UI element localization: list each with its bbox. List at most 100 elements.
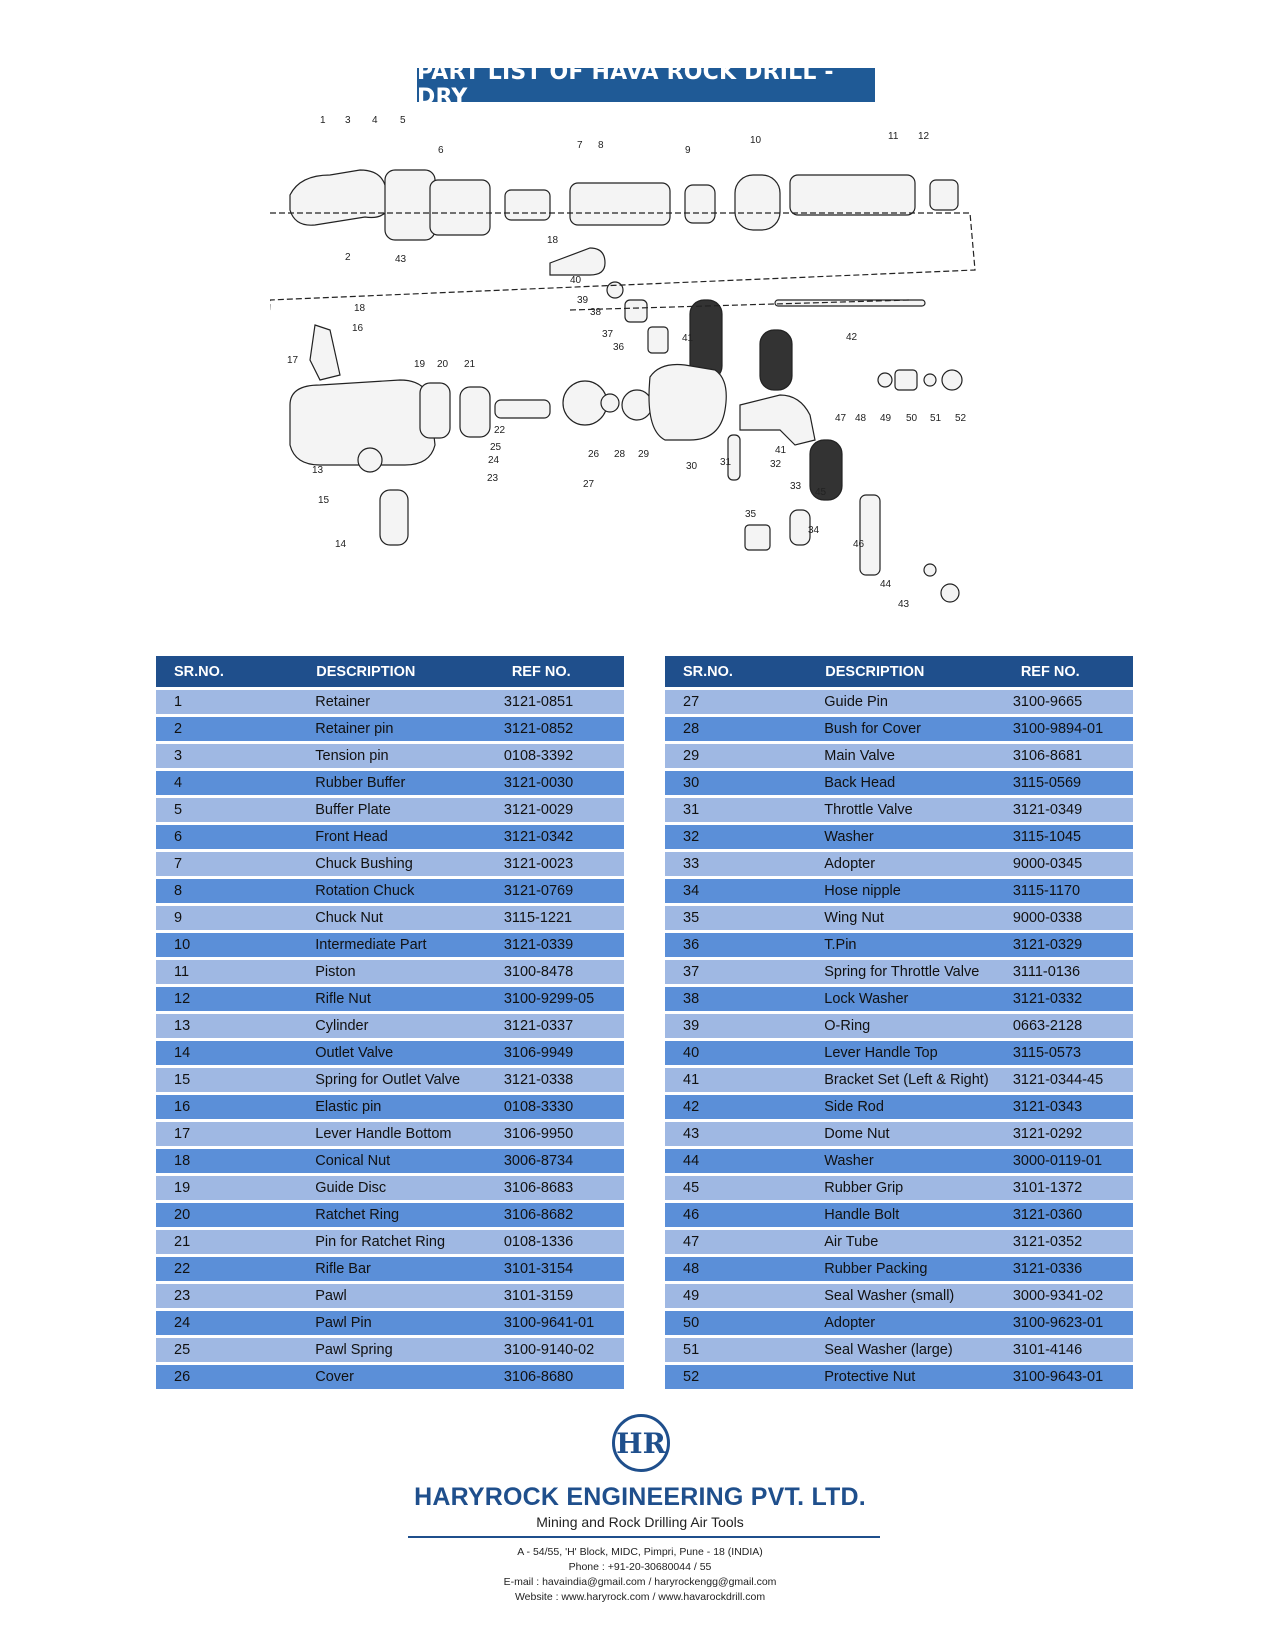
seal-washer-51 [923,373,937,387]
sr-no-cell: 27 [665,690,825,717]
description-cell: Washer [824,1149,1013,1176]
ref-no-cell: 3101-4146 [1012,1338,1133,1365]
description-cell: O-Ring [824,1014,1013,1041]
description-cell: Adopter [824,852,1013,879]
ref-no-cell: 3106-9949 [503,1041,624,1068]
svg-text:43: 43 [395,254,407,265]
contact-block: A - 54/55, 'H' Block, MIDC, Pimpri, Pune… [380,1545,900,1605]
footer-divider [408,1536,880,1538]
svg-text:44: 44 [880,579,892,590]
sr-no-cell: 25 [156,1338,316,1365]
ref-no-cell: 3121-0332 [1012,987,1133,1014]
lever-handle-top [549,247,606,276]
svg-text:14: 14 [335,539,347,550]
ref-no-cell: 3100-9623-01 [1012,1311,1133,1338]
ref-no-cell: 3106-9950 [503,1122,624,1149]
ref-no-cell: 3101-1372 [1012,1176,1133,1203]
chuck-bushing-part [504,189,551,221]
description-cell: Washer [824,825,1013,852]
rubber-grip-right [759,329,793,391]
description-cell: Seal Washer (small) [824,1284,1013,1311]
sr-no-cell: 13 [156,1014,316,1041]
description-cell: Adopter [824,1311,1013,1338]
sr-no-cell: 9 [156,906,316,933]
svg-text:40: 40 [570,275,582,286]
sr-no-cell: 22 [156,1257,316,1284]
sr-no-cell: 30 [665,771,825,798]
sr-no-cell: 7 [156,852,316,879]
website-line: Website : www.haryrock.com / www.havaroc… [514,1591,766,1603]
ref-no-cell: 3106-8680 [503,1365,624,1392]
ref-no-cell: 3121-0029 [503,798,624,825]
description-cell: Buffer Plate [315,798,504,825]
description-cell: Retainer [315,690,504,717]
ref-no-cell: 3121-0292 [1012,1122,1133,1149]
ref-no-cell: 3106-8683 [503,1176,624,1203]
description-cell: Rifle Nut [315,987,504,1014]
ref-no-cell: 3106-8681 [1012,744,1133,771]
sr-no-cell: 14 [156,1041,316,1068]
svg-text:39: 39 [577,295,589,306]
ref-no-cell: 3121-0023 [503,852,624,879]
description-cell: Cover [315,1365,504,1392]
svg-text:17: 17 [287,355,299,366]
o-ring-part [606,281,624,299]
svg-text:13: 13 [312,465,324,476]
ref-no-cell: 3121-0338 [503,1068,624,1095]
svg-text:8: 8 [598,140,604,151]
ref-no-cell: 3100-9299-05 [503,987,624,1014]
sr-no-cell: 29 [665,744,825,771]
svg-text:4: 4 [372,115,378,126]
assembly-line-handle [569,299,911,311]
description-cell: Chuck Bushing [315,852,504,879]
rotation-chuck-part [569,182,671,226]
guide-disc-part [419,382,451,439]
description-cell: Main Valve [824,744,1013,771]
svg-text:32: 32 [770,459,782,470]
ref-no-cell: 3100-9894-01 [1012,717,1133,744]
sr-no-cell: 52 [665,1365,825,1392]
company-name: HARYROCK ENGINEERING PVT. LTD. [414,1483,866,1511]
svg-text:34: 34 [808,525,820,536]
intermediate-part [734,174,781,231]
svg-text:24: 24 [488,455,500,466]
front-head-body [429,179,491,236]
ref-no-cell: 3121-0352 [1012,1230,1133,1257]
piston-part [789,174,916,216]
ref-no-cell: 3121-0342 [503,825,624,852]
email-line: E-mail : havaindia@gmail.com / haryrocke… [503,1576,777,1588]
front-head-part [384,169,436,241]
ref-no-cell: 3100-9643-01 [1012,1365,1133,1392]
sr-no-cell: 31 [665,798,825,825]
header-description: DESCRIPTION [824,656,1013,690]
svg-text:10: 10 [750,135,762,146]
sr-no-cell: 44 [665,1149,825,1176]
sr-no-cell: 42 [665,1095,825,1122]
description-cell: Front Head [315,825,504,852]
svg-text:25: 25 [490,442,502,453]
